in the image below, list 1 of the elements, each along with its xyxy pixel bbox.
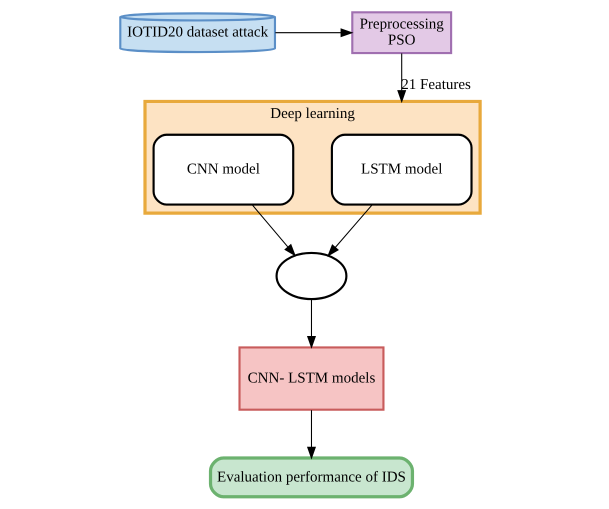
edge-label: 21 Features xyxy=(401,76,471,93)
